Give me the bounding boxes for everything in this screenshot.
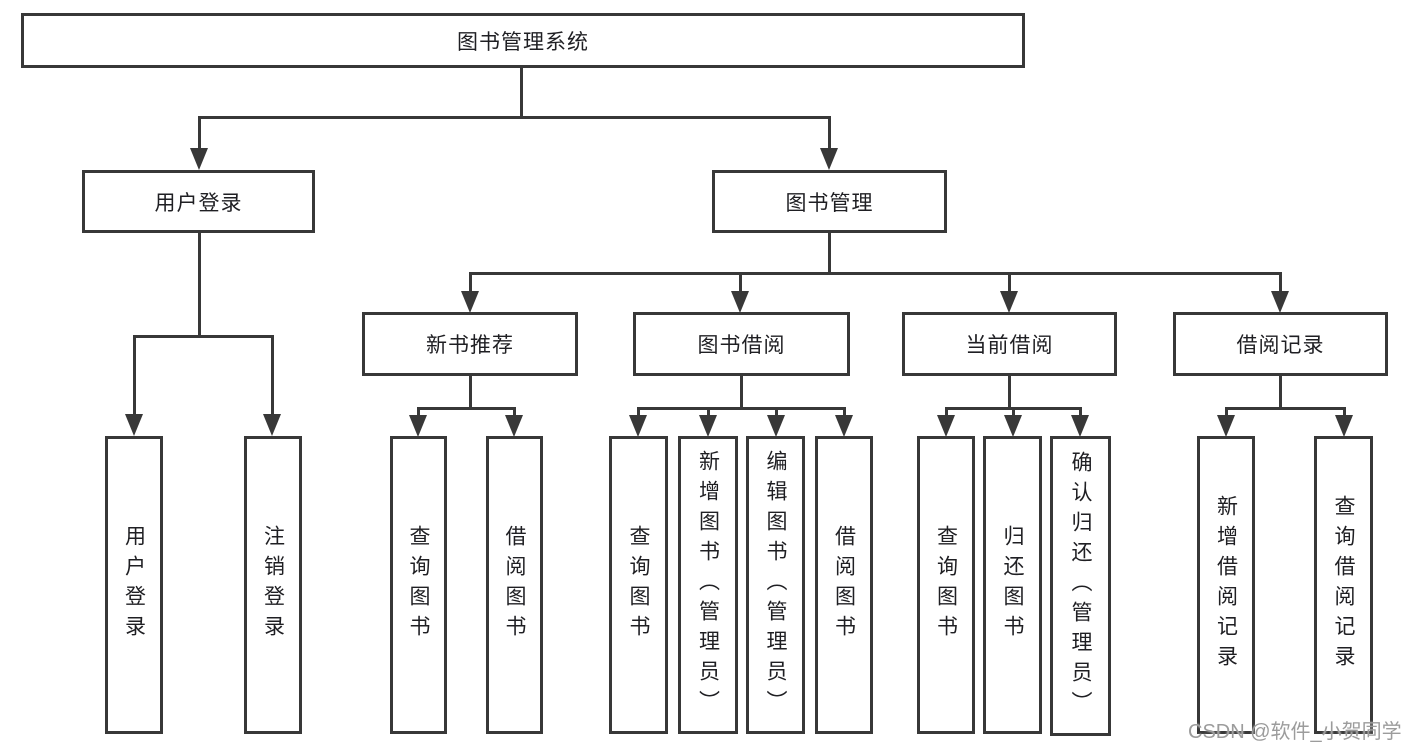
leaf-borrowing-borrow-books: 借阅图书: [815, 436, 873, 734]
node-borrow-records: 借阅记录: [1173, 312, 1388, 376]
node-label: 用户登录: [122, 525, 146, 645]
connector-line: [133, 335, 274, 338]
connector-line: [417, 407, 420, 417]
node-label: 新书推荐: [426, 334, 514, 357]
connector-arrowhead-icon: [1000, 291, 1018, 313]
connector-line: [469, 272, 1282, 275]
connector-line: [198, 232, 201, 337]
leaf-records-query-record: 查询借阅记录: [1314, 436, 1373, 734]
connector-line: [133, 335, 136, 416]
node-label: 编辑图书（管理员）: [764, 450, 787, 720]
node-label: 图书管理: [785, 191, 874, 215]
connector-arrowhead-icon: [1335, 415, 1353, 437]
connector-arrowhead-icon: [1004, 415, 1022, 437]
node-user-login: 用户登录: [82, 170, 315, 233]
node-label: 查询图书: [934, 525, 958, 645]
connector-line: [637, 407, 640, 417]
csdn-watermark: CSDN @软件_小贺同学: [1188, 721, 1402, 743]
leaf-recommend-borrow-books: 借阅图书: [486, 436, 543, 734]
connector-line: [945, 407, 948, 417]
connector-line: [1225, 407, 1228, 417]
connector-arrowhead-icon: [190, 148, 208, 170]
connector-arrowhead-icon: [820, 148, 838, 170]
connector-line: [469, 375, 472, 408]
node-label: 确认归还（管理员）: [1069, 451, 1092, 721]
node-label: 借阅图书: [832, 525, 856, 645]
connector-line: [1012, 407, 1015, 417]
connector-line: [775, 407, 778, 417]
node-label: 借阅图书: [503, 525, 526, 645]
connector-line: [513, 407, 516, 417]
leaf-borrowing-query-books: 查询图书: [609, 436, 668, 734]
connector-arrowhead-icon: [629, 415, 647, 437]
leaf-recommend-query-books: 查询图书: [390, 436, 447, 734]
leaf-logout: 注销登录: [244, 436, 302, 734]
node-label: 用户登录: [154, 191, 243, 215]
node-root: 图书管理系统: [21, 13, 1025, 68]
connector-line: [1279, 272, 1282, 293]
connector-line: [1225, 407, 1345, 410]
connector-line: [417, 407, 516, 410]
leaf-user-login: 用户登录: [105, 436, 163, 734]
node-label: 新增借阅记录: [1214, 495, 1238, 675]
node-current-borrowing: 当前借阅: [902, 312, 1117, 376]
node-label: 当前借阅: [965, 334, 1054, 357]
connector-line: [739, 272, 742, 293]
connector-line: [637, 407, 846, 410]
connector-line: [198, 116, 831, 119]
connector-line: [828, 116, 831, 150]
node-new-book-recommend: 新书推荐: [362, 312, 578, 376]
connector-line: [1079, 407, 1082, 417]
connector-line: [1008, 272, 1011, 293]
connector-line: [469, 272, 472, 293]
node-book-management: 图书管理: [712, 170, 947, 233]
connector-line: [1279, 375, 1282, 408]
connector-arrowhead-icon: [731, 291, 749, 313]
node-label: 新增图书（管理员）: [696, 450, 720, 720]
connector-arrowhead-icon: [937, 415, 955, 437]
node-label: 图书管理系统: [457, 30, 589, 54]
connector-line: [740, 375, 743, 408]
leaf-borrowing-add-books-admin: 新增图书（管理员）: [678, 436, 738, 734]
leaf-records-add-record: 新增借阅记录: [1197, 436, 1255, 734]
node-label: 查询图书: [407, 525, 430, 645]
connector-arrowhead-icon: [125, 414, 143, 436]
node-label: 查询借阅记录: [1332, 495, 1355, 675]
connector-line: [828, 232, 831, 274]
node-label: 图书借阅: [697, 334, 786, 357]
connector-arrowhead-icon: [505, 415, 523, 437]
leaf-borrowing-edit-books-admin: 编辑图书（管理员）: [746, 436, 805, 734]
connector-arrowhead-icon: [461, 291, 479, 313]
connector-line: [707, 407, 710, 417]
connector-line: [520, 66, 523, 118]
connector-line: [1008, 375, 1011, 408]
node-book-borrowing: 图书借阅: [633, 312, 850, 376]
node-label: 归还图书: [1001, 525, 1024, 645]
connector-line: [1343, 407, 1346, 417]
connector-arrowhead-icon: [1071, 415, 1089, 437]
connector-arrowhead-icon: [409, 415, 427, 437]
connector-arrowhead-icon: [1217, 415, 1235, 437]
node-label: 查询图书: [627, 525, 650, 645]
connector-arrowhead-icon: [1271, 291, 1289, 313]
node-label: 注销登录: [261, 525, 285, 645]
leaf-current-confirm-return-admin: 确认归还（管理员）: [1050, 436, 1111, 736]
connector-line: [198, 116, 201, 150]
connector-line: [843, 407, 846, 417]
connector-arrowhead-icon: [263, 414, 281, 436]
connector-line: [271, 335, 274, 416]
node-label: 借阅记录: [1236, 334, 1325, 357]
connector-arrowhead-icon: [699, 415, 717, 437]
leaf-current-return-books: 归还图书: [983, 436, 1042, 734]
leaf-current-query-books: 查询图书: [917, 436, 975, 734]
connector-arrowhead-icon: [835, 415, 853, 437]
connector-arrowhead-icon: [767, 415, 785, 437]
